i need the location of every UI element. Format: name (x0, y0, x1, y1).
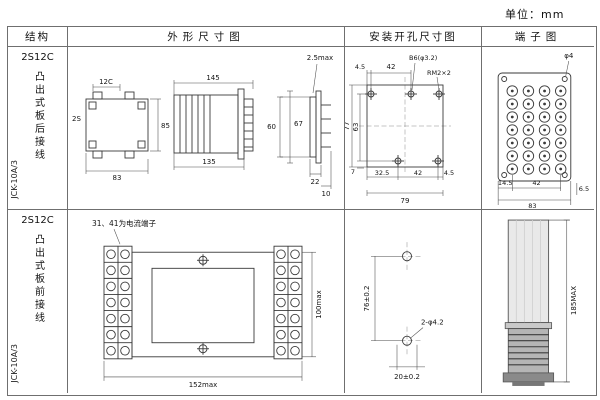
unit-label: 单位：mm (505, 8, 565, 21)
dim-77: 77 (345, 122, 351, 131)
dim-2s: 2S (72, 115, 81, 123)
row1-mount-type-label: 凸出式板后接线 (32, 71, 44, 162)
relay-body-profile (502, 219, 555, 386)
terminal-dots (510, 89, 563, 171)
dim-32-5: 32.5 (375, 169, 389, 177)
row2-mount-type-label: 凸出式板前接线 (32, 234, 44, 325)
terminal-drawing-rear: φ4 14.5 42 83 6.5 (497, 51, 589, 209)
terminal-board-drawing (497, 72, 572, 182)
dim-83: 83 (113, 174, 122, 182)
front-wiring-view-drawing (103, 245, 303, 360)
mounting-front-dimension-lines (371, 255, 425, 370)
dim-42-top: 42 (387, 63, 396, 71)
front-wiring-dimension-lines (103, 229, 316, 381)
row1-model-label: 2S12C (21, 52, 54, 63)
dim-83-terminal: 83 (528, 202, 536, 209)
row1-outline-cell: 12C 2S 83 85 145 135 60 67 2.5max 22 10 (68, 47, 345, 210)
dim-22: 22 (311, 178, 320, 186)
dim-20: 20±0.2 (394, 372, 420, 381)
header-terminal: 端子图 (482, 27, 594, 47)
dim-phi4: φ4 (564, 51, 574, 60)
mounting-dimension-lines (349, 62, 444, 196)
dim-42-bottom: 42 (414, 169, 422, 177)
row2-outline-cell: 31、41为电流端子 100max 152max (68, 210, 345, 393)
dim-42-terminal: 42 (532, 179, 540, 187)
dim-135: 135 (202, 158, 215, 166)
header-mounting: 安装开孔尺寸图 (345, 27, 482, 47)
dim-152max: 152max (189, 380, 218, 389)
header-structure: 结构 (8, 27, 68, 47)
dim-14-5: 14.5 (498, 179, 513, 187)
dim-2-5max: 2.5max (307, 54, 333, 62)
dim-79: 79 (401, 197, 410, 205)
row2-mounting-cell: 76±0.2 2-φ4.2 20±0.2 (345, 210, 482, 393)
dim-85: 85 (161, 122, 170, 130)
centerlines (359, 77, 451, 173)
label-rm2x2: RM2×2 (427, 69, 451, 77)
row1-terminal-cell: φ4 14.5 42 83 6.5 (482, 47, 594, 210)
mounting-drawing-rear: 4.5 42 B6(φ3.2) RM2×2 77 63 7 32.5 42 4.… (345, 54, 454, 205)
mounting-drawing-front: 76±0.2 2-φ4.2 20±0.2 (362, 242, 444, 381)
header-outline: 外形尺寸图 (68, 27, 345, 47)
row2-structure-cell: 2S12C 凸出式板前接线 JCK-10A/3 (8, 210, 68, 393)
relay-profile-drawing: 185MAX (502, 219, 578, 386)
row2-model-code-label: JCK-10A/3 (10, 344, 19, 383)
row1-model-code-label: JCK-10A/3 (10, 160, 19, 199)
dim-4-5-top: 4.5 (355, 63, 365, 71)
hole-centerlines (393, 242, 421, 355)
dim-6-5: 6.5 (579, 185, 589, 193)
dim-76: 76±0.2 (362, 285, 371, 311)
profile-dimension-lines (548, 219, 570, 383)
dim-10: 10 (322, 190, 331, 198)
panel-view-drawing (309, 90, 331, 164)
terminal-dimension-lines (497, 60, 578, 205)
row2-model-label: 2S12C (21, 215, 54, 226)
outline-drawing-rear: 12C 2S 83 85 145 135 60 67 2.5max 22 10 (72, 54, 333, 198)
outline-drawing-front: 31、41为电流端子 100max 152max (92, 218, 323, 389)
dim-145: 145 (206, 74, 219, 82)
label-b6-hole: B6(φ3.2) (409, 54, 437, 62)
side-view-drawing (173, 88, 254, 160)
dim-67: 67 (294, 120, 303, 128)
row2-terminal-cell: 185MAX (482, 210, 594, 393)
dim-185max: 185MAX (569, 286, 578, 315)
mounting-holes-drawing (402, 251, 412, 346)
front-view-drawing (85, 91, 149, 159)
row1-structure-cell: 2S12C 凸出式板后接线 JCK-10A/3 (8, 47, 68, 210)
current-terminal-note: 31、41为电流端子 (92, 218, 157, 228)
dim-60: 60 (267, 123, 276, 131)
dimension-table: 结构 外形尺寸图 安装开孔尺寸图 端子图 2S12C 凸出式板后接线 JCK-1… (7, 26, 597, 396)
dim-100max: 100max (314, 290, 323, 319)
outline-dimension-lines (85, 63, 332, 189)
dim-4-5-bottom: 4.5 (444, 169, 454, 177)
dim-63: 63 (352, 123, 360, 132)
row1-mounting-cell: 4.5 42 B6(φ3.2) RM2×2 77 63 7 32.5 42 4.… (345, 47, 482, 210)
dim-7: 7 (351, 168, 355, 176)
label-2-phi4-2: 2-φ4.2 (421, 318, 444, 327)
dim-12c: 12C (99, 78, 113, 86)
